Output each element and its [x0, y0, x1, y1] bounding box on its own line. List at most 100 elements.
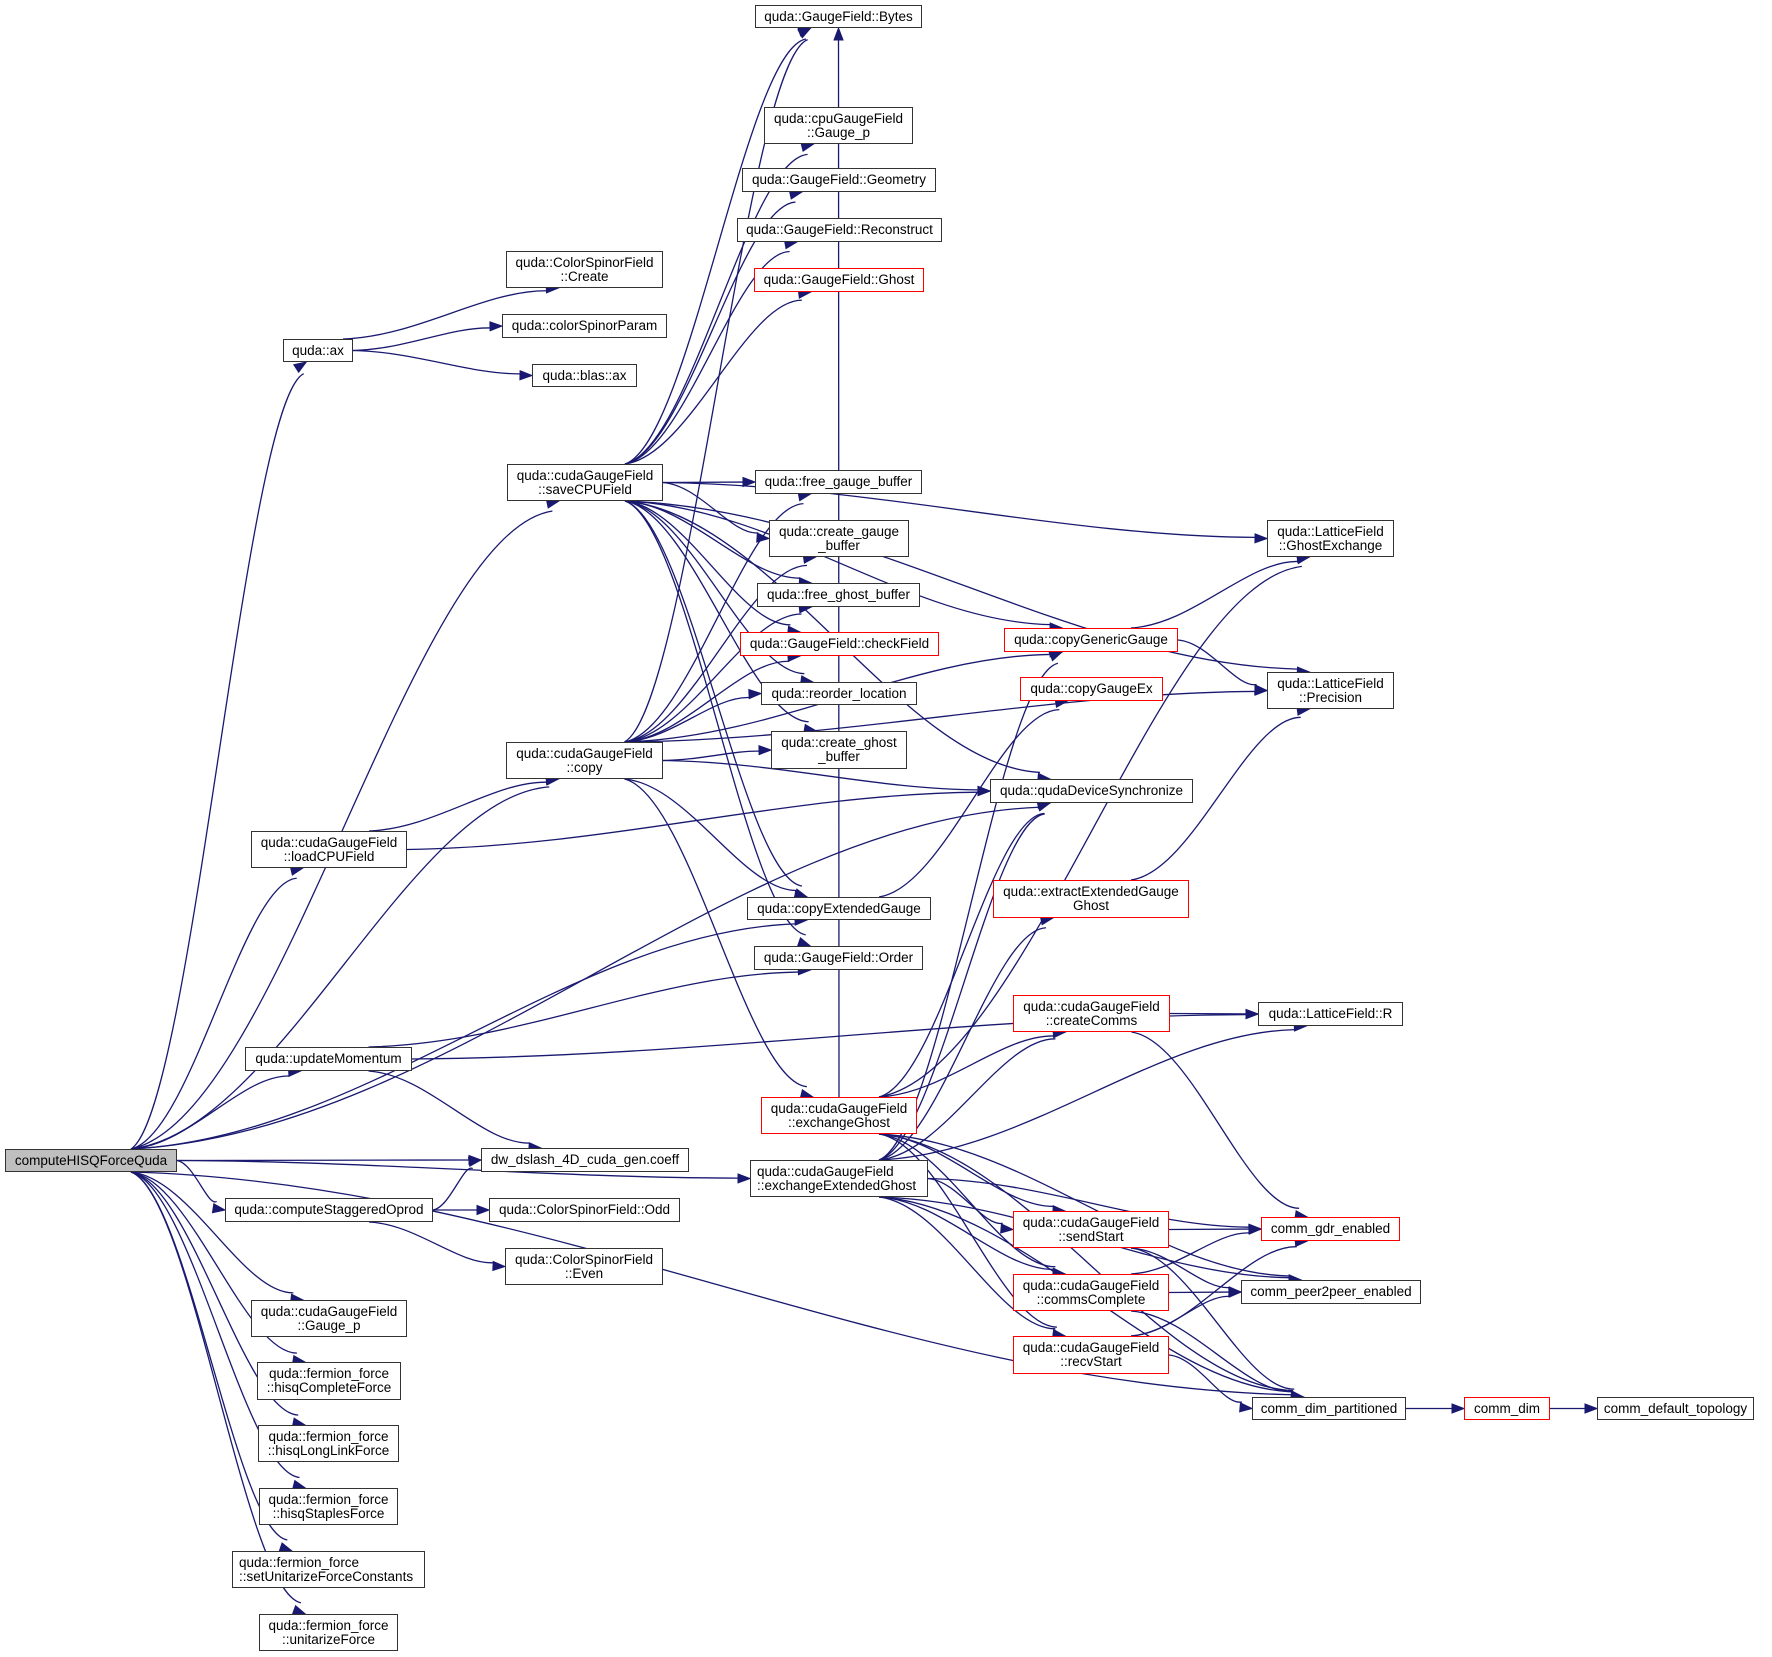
node-comm-dim[interactable]: comm_dim [1464, 1397, 1550, 1420]
node-copy-gauge-ex[interactable]: quda::copyGaugeEx [1020, 677, 1163, 701]
edge-copyGenericGauge-to-precision [1177, 639, 1257, 686]
node-update-momentum[interactable]: quda::updateMomentum [245, 1047, 412, 1071]
edge-root-to-copyExtendedGauge [130, 923, 796, 1150]
node-load-c-p-u-field[interactable]: quda::cudaGaugeField ::loadCPUField [251, 831, 407, 868]
edge-createComms-to-commGdr [1131, 1031, 1300, 1209]
edge-saveCPUField-to-copyGenericGauge [624, 500, 1051, 626]
node-comm-gdr[interactable]: comm_gdr_enabled [1261, 1217, 1400, 1241]
node-reorder-location[interactable]: quda::reorder_location [761, 682, 917, 705]
edge-exchangeGhost-to-qudaDeviceSync [878, 812, 1045, 1098]
edge-root-to-commDimPart [130, 1171, 1292, 1396]
arrowhead-icon [737, 1173, 752, 1184]
node-lattice-r[interactable]: quda::LatticeField::R [1258, 1002, 1403, 1026]
edge-loadCPUField-to-qudaDeviceSync [406, 791, 979, 851]
arrowhead-icon [748, 688, 763, 700]
node-exchange-ghost[interactable]: quda::cudaGaugeField ::exchangeGhost [761, 1097, 917, 1134]
node-comm-p2-p[interactable]: comm_peer2peer_enabled [1241, 1280, 1421, 1304]
node-hisq-staples[interactable]: quda::fermion_force ::hisqStaplesForce [259, 1488, 398, 1525]
edge-saveCPUField-to-reconstruct [624, 250, 790, 465]
edge-ax-to-blasAx [352, 349, 521, 375]
edge-saveCPUField-to-ghostExchange [662, 481, 1256, 539]
arrowhead-icon [833, 26, 844, 41]
arrowhead-icon [1245, 1008, 1260, 1020]
node-hisq-long-link[interactable]: quda::fermion_force ::hisqLongLinkForce [258, 1425, 399, 1462]
node-exchange-extended-ghost[interactable]: quda::cudaGaugeField ::exchangeExtendedG… [750, 1160, 928, 1197]
edge-saveCPUField-to-reorderLocation [624, 500, 805, 675]
node-bytes[interactable]: quda::GaugeField::Bytes [755, 5, 922, 28]
node-comm-default-topo[interactable]: comm_default_topology [1597, 1397, 1754, 1420]
edge-recvStart-to-commDimPart [1168, 1354, 1243, 1403]
node-extract-ext-ghost[interactable]: quda::extractExtendedGauge Ghost [993, 880, 1189, 918]
arrowhead-icon [467, 1156, 483, 1168]
node-csf-odd[interactable]: quda::ColorSpinorField::Odd [489, 1198, 680, 1222]
node-reconstruct[interactable]: quda::GaugeField::Reconstruct [737, 218, 942, 242]
node-set-unitarize[interactable]: quda::fermion_force ::setUnitarizeForceC… [232, 1551, 425, 1588]
edge-root-to-computeStaggeredOprod [176, 1159, 218, 1203]
edge-root-to-loadCPUField [130, 877, 297, 1150]
node-ghost[interactable]: quda::GaugeField::Ghost [754, 268, 924, 292]
arrowhead-icon [1451, 1403, 1466, 1414]
edge-saveCPUField-to-createGaugeBuffer [662, 481, 759, 534]
node-ax[interactable]: quda::ax [283, 339, 353, 362]
node-color-spinor-param[interactable]: quda::colorSpinorParam [502, 314, 667, 338]
edge-exchangeExtendedGhost-to-extractExtGhost [878, 927, 1047, 1161]
node-cpu-gauge-p[interactable]: quda::cpuGaugeField ::Gauge_p [764, 107, 913, 144]
arrowhead-icon [742, 476, 757, 488]
node-save-c-p-u-field[interactable]: quda::cudaGaugeField ::saveCPUField [507, 464, 663, 501]
edge-ax-to-colorSpinorParam [352, 327, 491, 352]
arrowhead-icon [1254, 684, 1269, 695]
node-create-gauge-buffer[interactable]: quda::create_gauge _buffer [769, 520, 909, 557]
arrowhead-icon [1239, 1402, 1254, 1413]
edge-saveCPUField-to-ghost [624, 299, 802, 465]
node-blas-ax[interactable]: quda::blas::ax [532, 364, 637, 387]
edge-copy-to-createGhostBuffer [662, 750, 760, 762]
arrowhead-icon [291, 1604, 307, 1615]
node-create-comms[interactable]: quda::cudaGaugeField ::createComms [1013, 995, 1170, 1032]
node-geometry[interactable]: quda::GaugeField::Geometry [742, 168, 936, 192]
node-free-ghost-buffer[interactable]: quda::free_ghost_buffer [757, 583, 920, 607]
node-order[interactable]: quda::GaugeField::Order [754, 946, 923, 970]
edge-exchangeGhost-to-commP2P [878, 1133, 1290, 1277]
node-dw-coeff[interactable]: dw_dslash_4D_cuda_gen.coeff [481, 1148, 689, 1172]
edge-copy-to-reorderLocation [624, 696, 750, 743]
node-free-gauge-buffer[interactable]: quda::free_gauge_buffer [755, 470, 922, 494]
arrowhead-icon [1048, 651, 1064, 662]
node-create-ghost-buffer[interactable]: quda::create_ghost _buffer [771, 731, 907, 769]
node-compute-staggered-oprod[interactable]: quda::computeStaggeredOprod [225, 1198, 433, 1222]
node-comms-complete[interactable]: quda::cudaGaugeField ::commsComplete [1013, 1274, 1169, 1311]
node-precision[interactable]: quda::LatticeField ::Precision [1267, 672, 1394, 709]
edge-exchangeExtendedGhost-to-commsComplete [878, 1196, 1054, 1271]
node-csf-even[interactable]: quda::ColorSpinorField ::Even [505, 1248, 663, 1285]
node-quda-device-sync[interactable]: quda::qudaDeviceSynchronize [990, 779, 1193, 803]
edge-exchangeGhost-to-commsComplete [878, 1133, 1056, 1268]
node-ghost-exchange[interactable]: quda::LatticeField ::GhostExchange [1267, 520, 1394, 557]
node-recv-start[interactable]: quda::cudaGaugeField ::recvStart [1013, 1336, 1169, 1374]
arrowhead-icon [1248, 1224, 1263, 1235]
node-send-start[interactable]: quda::cudaGaugeField ::sendStart [1013, 1211, 1169, 1248]
node-copy[interactable]: quda::cudaGaugeField ::copy [506, 742, 663, 779]
edge-copyGenericGauge-to-ghostExchange [1130, 560, 1299, 629]
edge-root-to-exchangeExtendedGhost [176, 1159, 739, 1179]
edge-copy-to-copyExtendedGauge [624, 778, 797, 892]
node-unitarize-force[interactable]: quda::fermion_force ::unitarizeForce [259, 1614, 398, 1651]
node-copy-generic-gauge[interactable]: quda::copyGenericGauge [1004, 628, 1178, 652]
edge-exchangeExtendedGhost-to-sendStart [927, 1177, 1003, 1224]
arrowhead-icon [519, 370, 534, 381]
edge-exchangeExtendedGhost-to-latticeR [878, 1028, 1295, 1161]
edge-exchangeGhost-to-ghostExchange [878, 565, 1302, 1098]
node-check-field[interactable]: quda::GaugeField::checkField [740, 632, 939, 656]
arrowhead-icon [1584, 1403, 1599, 1414]
node-copy-extended-gauge[interactable]: quda::copyExtendedGauge [747, 897, 931, 920]
node-comm-dim-part[interactable]: comm_dim_partitioned [1252, 1397, 1406, 1420]
edge-copy-to-bytes [624, 39, 808, 743]
edge-recvStart-to-commP2P [1130, 1295, 1230, 1337]
node-cuda-gauge-p[interactable]: quda::cudaGaugeField ::Gauge_p [251, 1300, 407, 1337]
node-hisq-complete[interactable]: quda::fermion_force ::hisqCompleteForce [257, 1362, 401, 1400]
edge-sendStart-to-commDimPart [1130, 1247, 1295, 1390]
arrowhead-icon [1000, 1223, 1015, 1234]
edge-exchangeExtendedGhost-to-createComms [878, 1038, 1056, 1161]
node-csf-create[interactable]: quda::ColorSpinorField ::Create [506, 251, 663, 288]
arrowhead-icon [1254, 533, 1269, 544]
edge-copy-to-precision [624, 690, 1256, 743]
